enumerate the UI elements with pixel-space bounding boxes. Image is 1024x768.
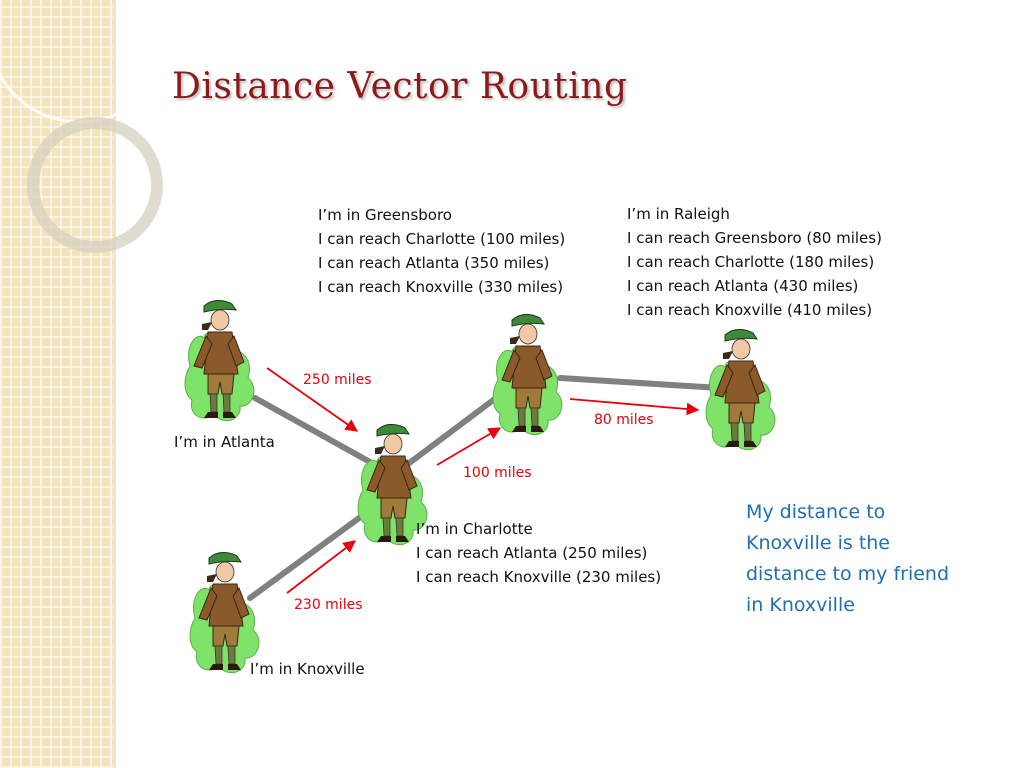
table-line: I’m in Charlotte — [416, 520, 533, 538]
atlanta-table: I’m in Atlanta — [174, 430, 275, 454]
table-line: I can reach Knoxville (410 miles) — [627, 301, 873, 319]
table-line: I can reach Greensboro (80 miles) — [627, 229, 882, 247]
table-line: I can reach Knoxville (330 miles) — [318, 278, 564, 296]
atlanta-router-figure — [184, 299, 255, 422]
explanation-note: My distance to Knoxville is the distance… — [746, 501, 950, 616]
network-links — [247, 375, 723, 601]
table-line: I’m in Greensboro — [318, 206, 452, 224]
greensboro-router-figure — [492, 313, 563, 436]
distance-arrows — [266, 367, 700, 594]
distance-label-atlanta-charlotte: 250 miles — [303, 372, 372, 388]
arrow-knoxville-charlotte — [286, 540, 357, 594]
distance-label-knoxville-charlotte: 230 miles — [294, 597, 363, 613]
table-line: I’m in Knoxville — [250, 660, 365, 678]
table-line: I’m in Raleigh — [627, 205, 730, 223]
knoxville-table: I’m in Knoxville — [250, 657, 365, 681]
table-line: I can reach Charlotte (100 miles) — [318, 230, 566, 248]
greensboro-table: I’m in Greensboro I can reach Charlotte … — [318, 203, 565, 299]
arrow-charlotte-greensboro — [436, 427, 502, 466]
table-line: I can reach Atlanta (430 miles) — [627, 277, 859, 295]
table-line: I can reach Atlanta (250 miles) — [416, 544, 648, 562]
raleigh-table: I’m in Raleigh I can reach Greensboro (8… — [627, 202, 882, 322]
decorative-rings — [0, 0, 174, 253]
table-line: I can reach Charlotte (180 miles) — [627, 253, 875, 271]
link-charlotte-greensboro — [397, 392, 503, 473]
table-line: I’m in Atlanta — [174, 433, 275, 451]
arrow-greensboro-raleigh — [569, 398, 700, 416]
distance-label-charlotte-greensboro: 100 miles — [463, 465, 532, 481]
charlotte-table: I’m in Charlotte I can reach Atlanta (25… — [416, 517, 661, 589]
table-line: I can reach Knoxville (230 miles) — [416, 568, 662, 586]
raleigh-router-figure — [705, 328, 776, 451]
table-line: I can reach Atlanta (350 miles) — [318, 254, 550, 272]
distance-label-greensboro-raleigh: 80 miles — [594, 412, 654, 428]
arrow-atlanta-charlotte — [266, 367, 359, 432]
link-knoxville-charlotte — [247, 507, 373, 601]
link-greensboro-raleigh — [557, 375, 723, 391]
link-atlanta-charlotte — [252, 395, 373, 465]
slide-title: Distance Vector Routing — [172, 66, 628, 107]
knoxville-router-figure — [189, 551, 260, 674]
